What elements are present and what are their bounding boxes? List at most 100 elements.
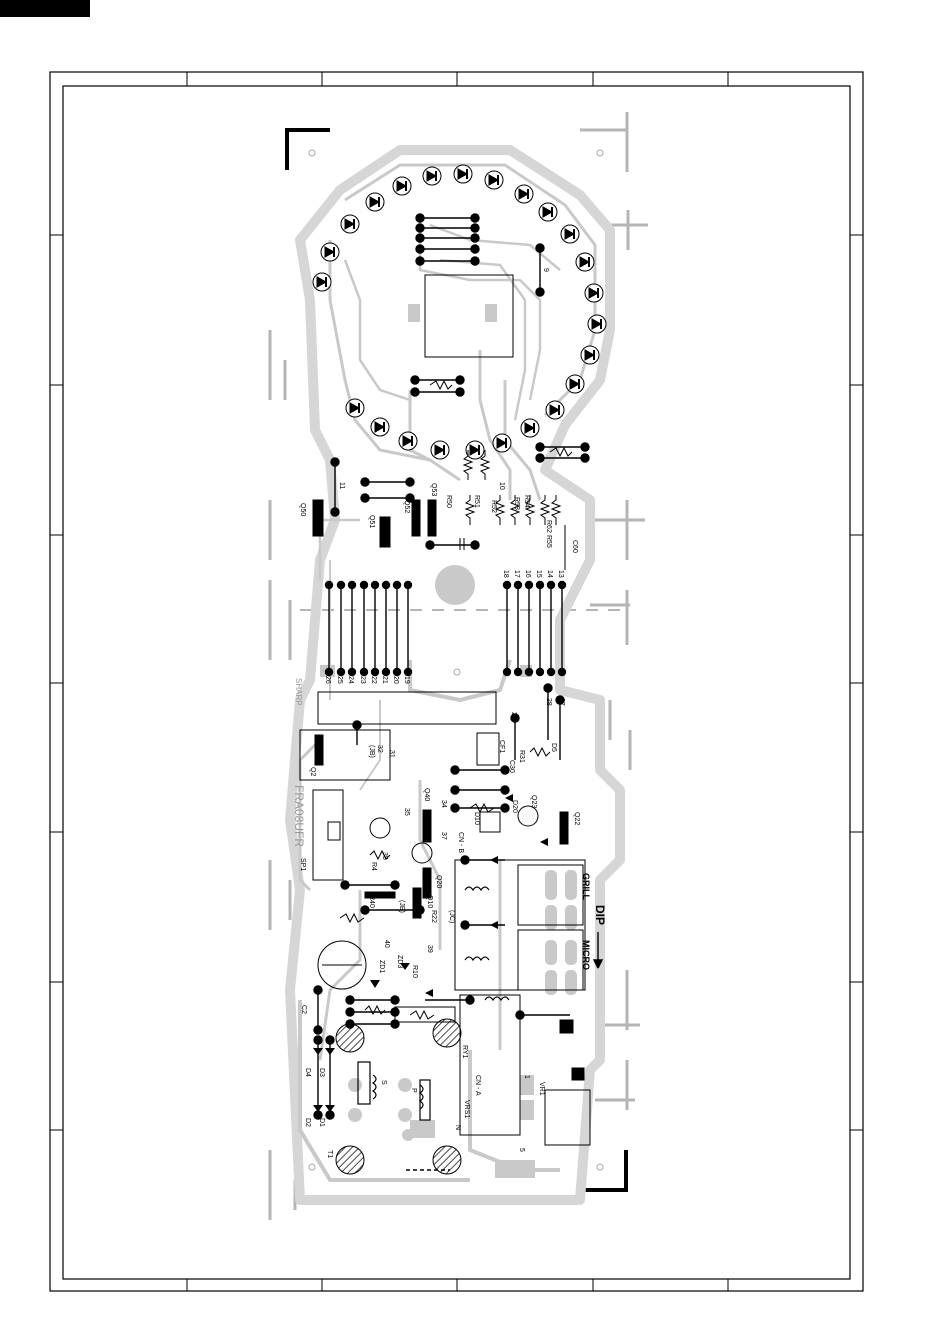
label-micro: MICRO (581, 940, 591, 970)
label-cn-b: CN - B (457, 832, 464, 853)
header-pin-dot (546, 667, 556, 677)
capacitors (317, 525, 566, 990)
led-20 (465, 440, 485, 460)
led-9 (514, 184, 534, 204)
pin-21: 21 (381, 676, 388, 684)
label-cf1: CF1 (498, 740, 505, 753)
led-2 (320, 242, 340, 262)
header-pin-dot (502, 667, 512, 677)
led-ring (312, 164, 607, 460)
label-d5: D5 (550, 743, 557, 752)
pin-19: 19 (403, 676, 410, 684)
coils (357, 886, 510, 1121)
label-ry1: RY1 (461, 1045, 468, 1059)
led-6 (422, 166, 442, 186)
label-r50: R50 (445, 495, 452, 508)
label-d1: D1 (318, 1118, 325, 1127)
label-zd1: ZD1 (378, 960, 385, 973)
label-c30: C30 (508, 760, 515, 773)
led-16 (565, 374, 585, 394)
label-r53: R53 (513, 497, 520, 510)
label-vr1: VR1 (538, 1082, 545, 1096)
label-r31: R31 (518, 750, 525, 763)
label-r10: R10 (411, 965, 418, 978)
led-22 (398, 431, 418, 451)
label-p: P (410, 1088, 417, 1093)
header-pin-dot (557, 667, 567, 677)
pin-32: 32 (376, 745, 383, 753)
label-zd3: ZD3 (396, 955, 403, 968)
pin-40: 40 (383, 940, 390, 948)
mounting-holes (308, 149, 604, 1171)
label-d20: D20 (511, 800, 518, 813)
header-pin-dot (324, 667, 334, 677)
label-d4: D4 (304, 1068, 311, 1077)
led-24 (345, 398, 365, 418)
label-c60: C60 (571, 540, 578, 553)
header-pin-dot (359, 667, 369, 677)
label-sp1: SP1 (299, 858, 306, 871)
header-pin-dot (535, 667, 545, 677)
label-r51: R51 (473, 495, 480, 508)
pin-9: 9 (542, 268, 549, 272)
pin-26: 26 (324, 676, 331, 684)
label-dip: DIP (593, 905, 607, 925)
label-q52: Q52 (403, 500, 410, 513)
hatched-terminals (335, 1018, 462, 1175)
pin-27: 27 (558, 698, 565, 706)
pin-14: 14 (546, 570, 553, 578)
label-c2: C2 (300, 1005, 307, 1014)
pin-39: 39 (426, 945, 433, 953)
pin-37: 37 (440, 832, 447, 840)
label-q22: Q22 (573, 812, 580, 825)
label-one: 1 (523, 1075, 530, 1079)
header-pin-dot (557, 580, 567, 590)
label-r22: R22 (430, 910, 437, 923)
header-pin-dot (381, 667, 391, 677)
registration-marks (285, 128, 628, 1192)
header-pin-dot (324, 580, 334, 590)
dip-arrow-icon (592, 932, 604, 969)
pin-header-rows (324, 580, 567, 677)
pin-17: 17 (513, 570, 520, 578)
pin-11: 11 (338, 482, 345, 489)
label-jb: (JB) (368, 745, 375, 758)
led-23 (370, 417, 390, 437)
led-12 (575, 252, 595, 272)
pin-24: 24 (347, 676, 354, 684)
led-13 (584, 283, 604, 303)
pin-35: 35 (403, 808, 410, 816)
header-pin-dot (336, 580, 346, 590)
pin-15: 15 (535, 570, 542, 578)
label-board-code: FRA08UFR (292, 785, 306, 847)
pin-29: 29 (510, 712, 517, 720)
led-7 (453, 164, 473, 184)
label-vrs1: VRS1 (463, 1100, 470, 1118)
led-14 (587, 314, 607, 334)
label-d3: D3 (318, 1068, 325, 1077)
label-r40: R40 (368, 895, 375, 908)
label-r62: R62 (545, 520, 552, 533)
label-n: N (454, 1125, 461, 1130)
label-s: S (380, 1080, 387, 1085)
header-pin-dot (502, 580, 512, 590)
label-d2: D2 (304, 1118, 311, 1127)
copper-pads (320, 304, 577, 1178)
label-r4: R4 (370, 862, 377, 871)
led-17 (545, 400, 565, 420)
header-pin-dot (546, 580, 556, 590)
label-jc: (JC) (448, 910, 455, 923)
led-21 (430, 440, 450, 460)
pin-23: 23 (359, 676, 366, 684)
pin-number-labels: 26 25 24 23 22 21 20 19 18 17 16 15 14 1… (324, 268, 565, 953)
header-pin-dot (403, 667, 413, 677)
led-1 (312, 272, 332, 292)
led-10 (538, 202, 558, 222)
label-q10: Q10 (426, 895, 433, 908)
pin-31: 31 (388, 750, 395, 758)
header-pin-dot (370, 667, 380, 677)
label-r55: R55 (545, 535, 552, 548)
corner-tab (0, 0, 90, 17)
header-pin-dot (359, 580, 369, 590)
drawing-frame (49, 71, 864, 1292)
